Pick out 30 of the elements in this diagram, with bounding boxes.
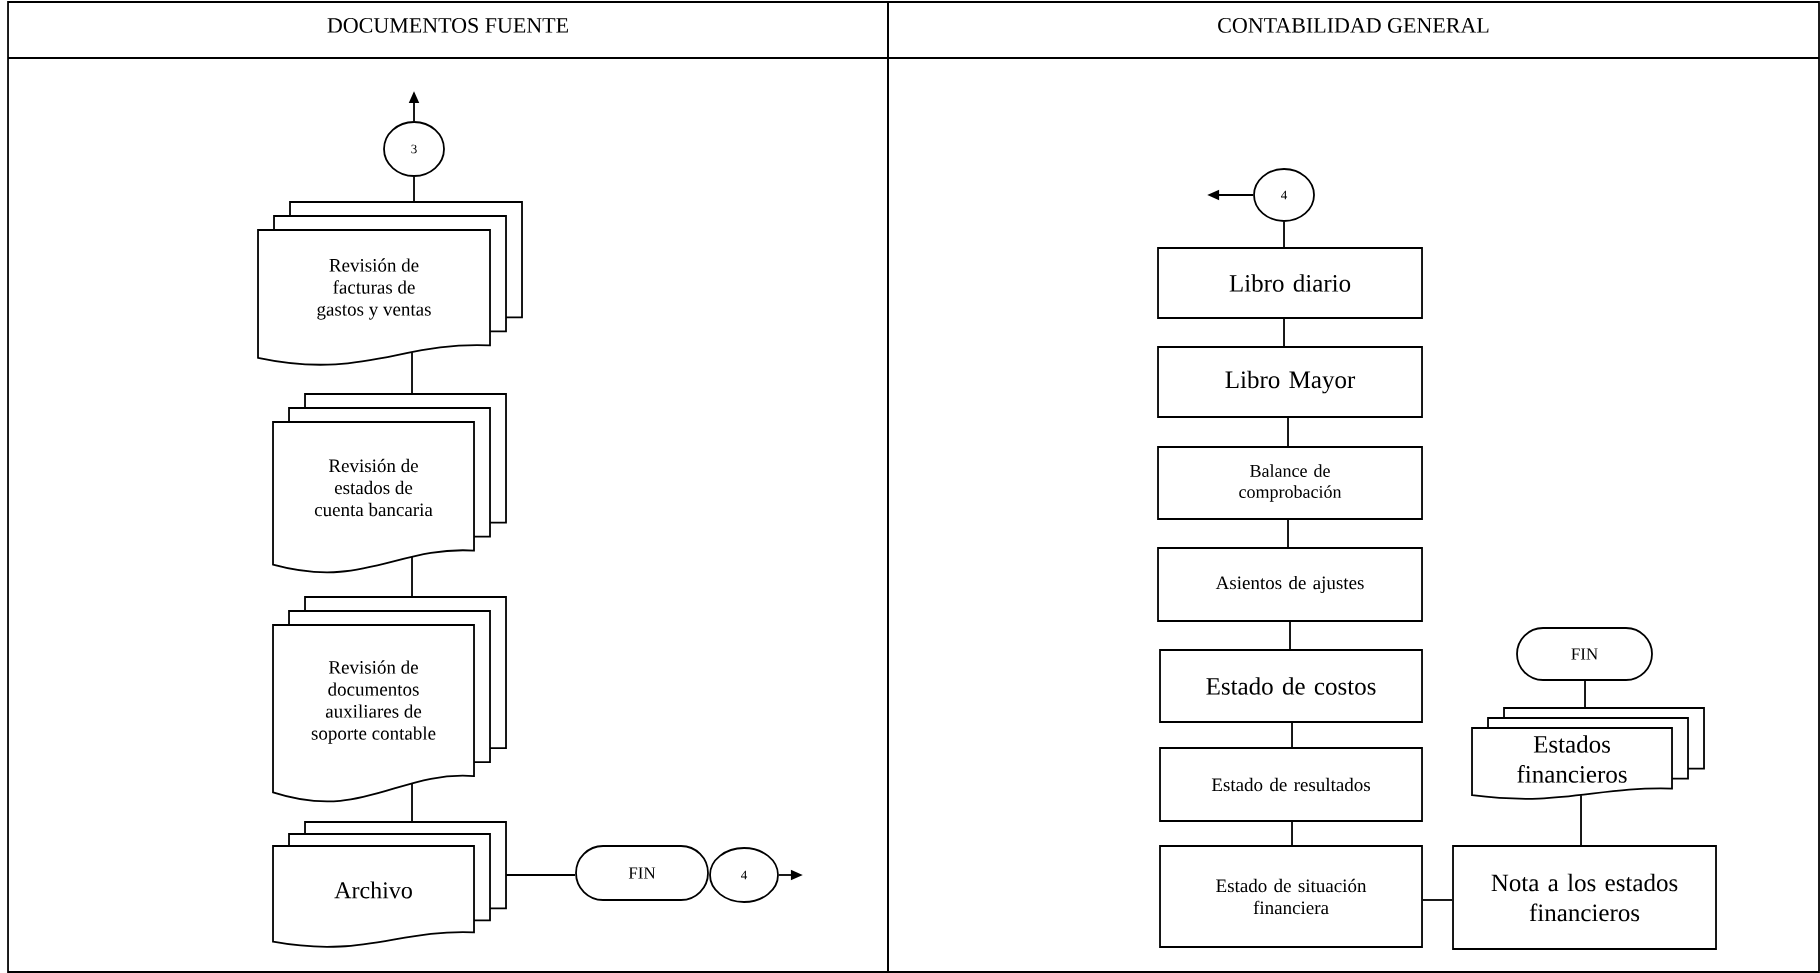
connector-line xyxy=(1291,722,1293,748)
document-stack: Revisión de estados de cuenta bancaria xyxy=(272,393,507,574)
document-stack: Revisión de facturas de gastos y ventas xyxy=(257,201,523,366)
document-stack: Estados financieros xyxy=(1471,707,1705,800)
document-stack: Archivo xyxy=(272,821,507,948)
terminator: FIN xyxy=(575,845,709,901)
process-box: Estado de costos xyxy=(1159,649,1423,723)
terminator: FIN xyxy=(1516,627,1653,681)
connector-line xyxy=(1584,680,1586,709)
connector-line xyxy=(505,874,576,876)
connector-line xyxy=(411,782,413,823)
connector-line xyxy=(413,176,415,203)
document-stack: Revisión de documentos auxiliares de soporte contable xyxy=(272,596,507,803)
connector-line xyxy=(411,556,413,598)
process-box: Estado de resultados xyxy=(1159,747,1423,822)
process-box: Asientos de ajustes xyxy=(1157,547,1423,622)
process-box: Nota a los estados financieros xyxy=(1452,845,1717,950)
connector-line xyxy=(1287,417,1289,447)
connector-line xyxy=(1283,318,1285,347)
connector-line xyxy=(1580,794,1582,846)
connector-line xyxy=(1291,821,1293,846)
process-box: Libro Mayor xyxy=(1157,346,1423,418)
connector-line xyxy=(1289,621,1291,650)
connector-line xyxy=(1422,899,1453,901)
connector-line xyxy=(1283,221,1285,248)
process-box: Estado de situación financiera xyxy=(1159,845,1423,948)
process-box: Libro diario xyxy=(1157,247,1423,319)
connector-line xyxy=(1287,519,1289,548)
connector-line xyxy=(411,351,413,395)
process-box: Balance de comprobación xyxy=(1157,446,1423,520)
